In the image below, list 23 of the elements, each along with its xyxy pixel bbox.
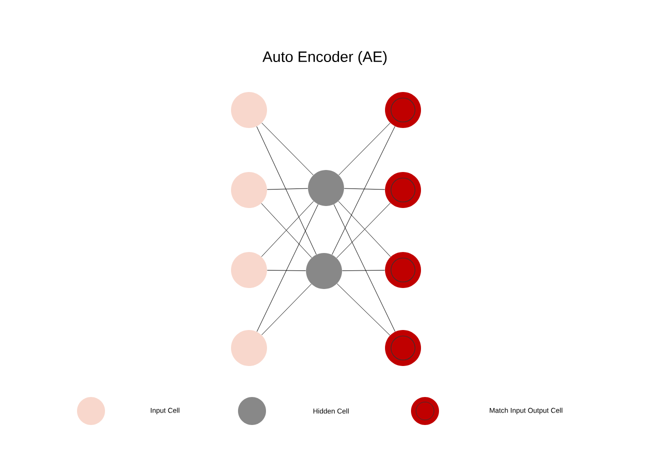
output-cell	[385, 92, 421, 128]
hidden-cell	[306, 253, 342, 289]
connection-line	[344, 188, 386, 190]
connection-line	[342, 270, 386, 272]
connection-line	[334, 204, 396, 332]
connection-line	[338, 122, 390, 176]
connection-line	[261, 284, 312, 336]
connection-line	[262, 122, 314, 176]
input-cell	[231, 92, 267, 128]
connection-line	[266, 188, 308, 190]
title: Auto Encoder (AE)	[262, 51, 387, 65]
output-cell	[385, 330, 421, 366]
connection-line	[336, 283, 390, 336]
connection-line	[256, 126, 317, 255]
connection-line	[266, 270, 306, 271]
input-cell	[231, 172, 267, 208]
hidden-cell	[308, 170, 344, 206]
input-cell	[231, 252, 267, 288]
output-cell	[385, 172, 421, 208]
output-cell	[385, 252, 421, 288]
input-cell	[231, 330, 267, 366]
connection-line	[256, 204, 318, 332]
connection-line	[332, 126, 396, 255]
